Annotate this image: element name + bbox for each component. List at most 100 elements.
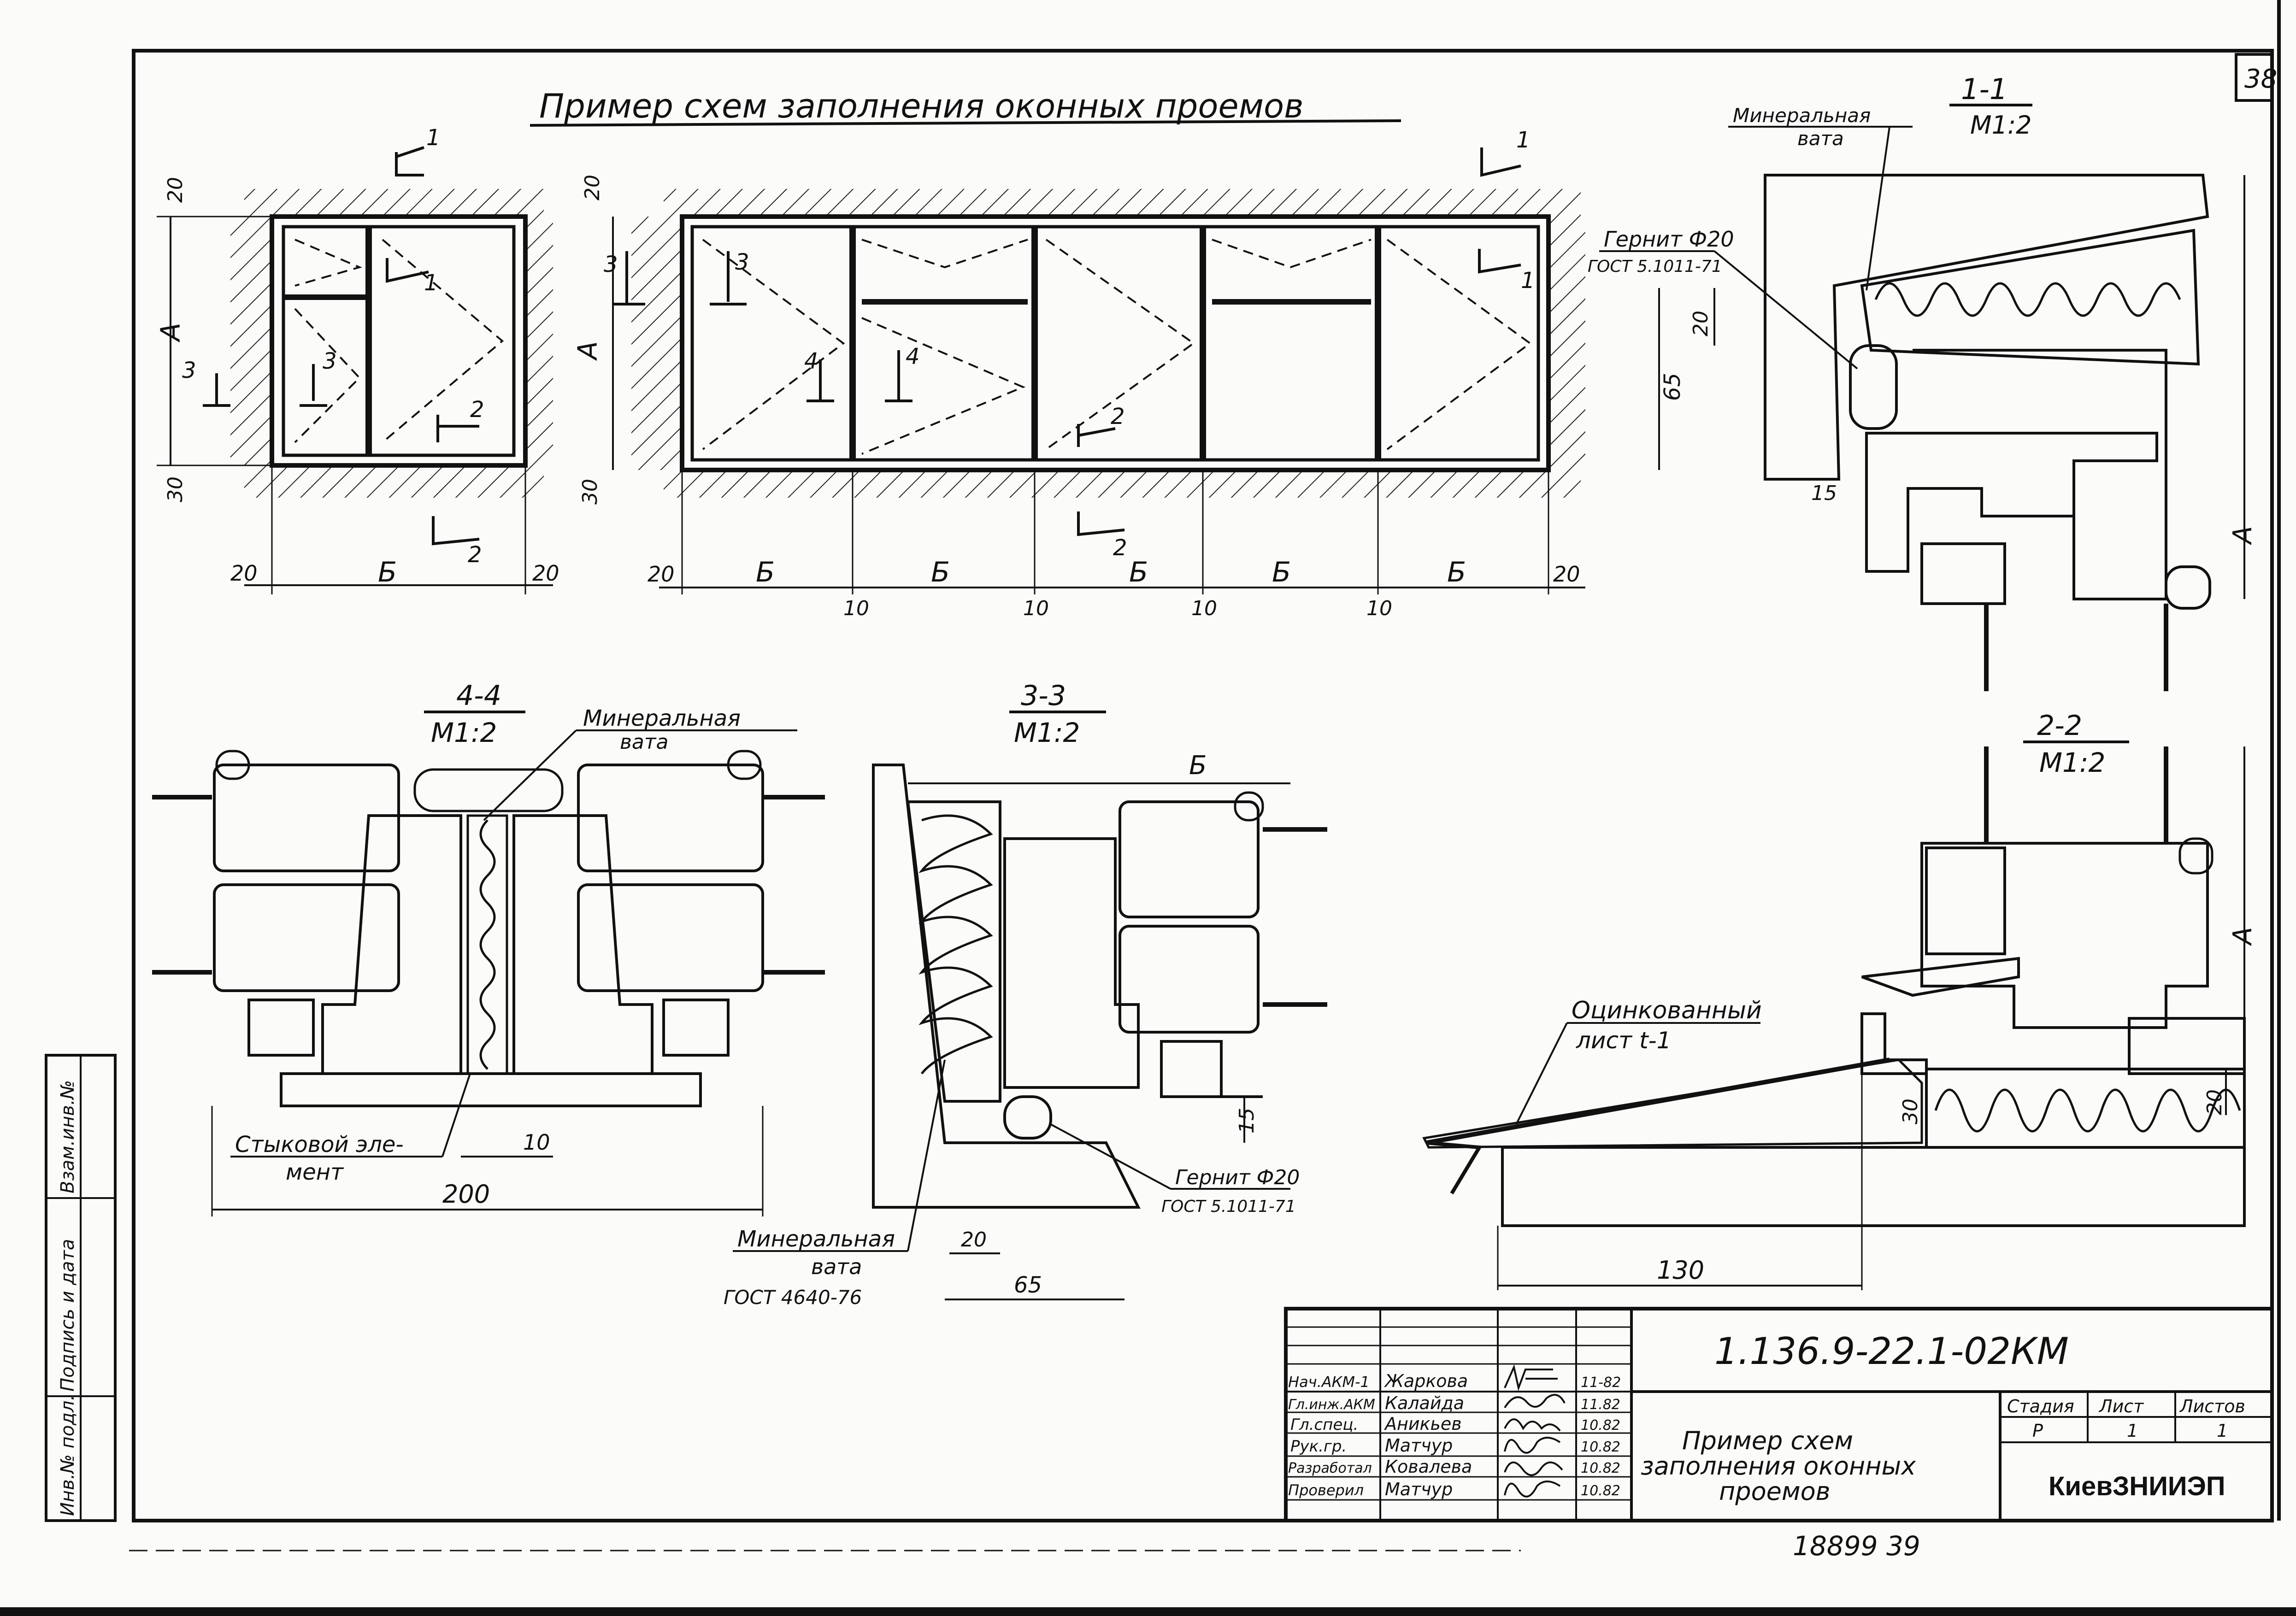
- dim-gap-1: 10: [843, 597, 869, 620]
- sash-profile: [1913, 349, 2167, 600]
- cut-label-2-bottom: 2: [468, 542, 482, 568]
- tb-title-3: проемов: [1719, 1477, 1830, 1506]
- tb-name-4: Ковалева: [1385, 1457, 1472, 1477]
- scan-edge: [0, 1607, 2296, 1616]
- wall-hatch-bottom: [664, 470, 1581, 498]
- cut-label-4-right: 4: [906, 344, 920, 370]
- cut-label-3-inner: 3: [735, 249, 749, 275]
- label-wool-gost: ГОСТ 4640-76: [724, 1286, 862, 1309]
- cut-marker-4-right: [885, 350, 913, 402]
- wool-region: [906, 800, 1001, 1103]
- bottom-number: 18899 39: [1793, 1530, 1920, 1562]
- dim-bottom-30: 30: [164, 476, 187, 502]
- dim-B-4: Б: [1272, 556, 1291, 588]
- label-gernit: Гернит Ф20: [1175, 1166, 1300, 1189]
- profile-left: [247, 999, 315, 1057]
- sill-hatch: [1501, 1146, 2246, 1227]
- cut-marker-1-inner: [386, 258, 429, 283]
- tb-sign-1: [1504, 1394, 1566, 1409]
- dim-15: 15: [1811, 482, 1837, 505]
- drip-profile: [1861, 957, 2020, 997]
- tb-name-0: Жаркова: [1384, 1371, 1468, 1391]
- label-wool-leader: [1866, 126, 1890, 291]
- sash-mid: [1119, 925, 1260, 1034]
- cut-marker-4-left: [807, 359, 834, 402]
- label-wool-2: вата: [620, 730, 669, 754]
- wall-hatch-right: [1548, 217, 1585, 470]
- seal-right: [727, 750, 762, 780]
- seal-top: [1234, 791, 1264, 822]
- wall-hatch-top: [664, 189, 1581, 217]
- tb-date-0: 11-82: [1581, 1375, 1621, 1391]
- dim-gap-3: 10: [1191, 597, 1217, 620]
- tb-title-2: заполнения оконных: [1641, 1451, 1916, 1481]
- label-wool-1: Минеральная: [583, 705, 741, 731]
- tb-date-3: 10.82: [1581, 1439, 1620, 1455]
- cut-label-2-inner: 2: [1111, 404, 1125, 429]
- drawing-frame: [132, 49, 2274, 1522]
- side-stamp: Инв.№ подл. Подпись и дата Взам.инв.№: [45, 1054, 117, 1522]
- cut-label-2-bottom: 2: [1113, 535, 1127, 561]
- seal-strip: [2178, 837, 2214, 875]
- mortar-fill: [1422, 1058, 1923, 1149]
- dim-B-5: Б: [1447, 556, 1466, 588]
- galvanized-sheet: [1426, 1058, 1890, 1145]
- cut-marker-3-inner: [710, 251, 747, 306]
- wool-region: [1860, 229, 2200, 366]
- wall-hatch-left: [230, 217, 272, 465]
- seal-strip: [2165, 565, 2211, 610]
- dim-65: 65: [1014, 1272, 1042, 1298]
- cut-marker-1-top: [1480, 147, 1521, 177]
- dim-height-A: А: [155, 323, 186, 343]
- dim-20: 20: [1689, 311, 1713, 336]
- sheet-title: Пример схем заполнения оконных проемов: [539, 87, 1304, 125]
- dim-B-1: Б: [756, 556, 775, 588]
- cut-label-1-top: 1: [426, 125, 441, 151]
- tb-date-5: 10.82: [1581, 1483, 1620, 1499]
- label-gost: ГОСТ 5.1011-71: [1588, 257, 1722, 276]
- dim-20: 20: [2203, 1089, 2226, 1115]
- window-elevation-small: 20 А 30 20 Б 20 1 1 2 2 3 3: [155, 125, 559, 594]
- wall-hatch-left: [631, 217, 682, 470]
- tb-sign-0: [1504, 1364, 1558, 1392]
- dim-gap-2: 10: [1023, 597, 1049, 620]
- tb-role-1: Гл.инж.АКМ: [1288, 1397, 1375, 1413]
- tb-sign-5: [1504, 1481, 1561, 1498]
- sheet-drip-edge: [1426, 1141, 1483, 1195]
- page-number: 38: [2244, 64, 2277, 94]
- cut-marker-3-left: [613, 251, 645, 306]
- opening-lines: [702, 239, 1532, 455]
- tb-role-4: Разработал: [1288, 1460, 1372, 1476]
- metal-profile: [1160, 1040, 1223, 1098]
- label-joint-leader: [442, 1073, 471, 1157]
- cut-marker-3-inner: [300, 364, 327, 407]
- dim-height-A: А: [572, 341, 603, 361]
- tb-name-5: Матчур: [1385, 1479, 1453, 1499]
- frame-right-mid: [577, 883, 764, 992]
- metal-profile: [1920, 542, 2006, 605]
- dim-gap-4: 10: [1366, 597, 1392, 620]
- dim-B-2: Б: [931, 556, 950, 588]
- wall-hatch: [872, 764, 1141, 1209]
- tb-stage: Р: [2032, 1421, 2043, 1441]
- tb-sheets: 1: [2217, 1421, 2228, 1441]
- section-2-2: 2-2 М1:2 Оцинкованный лист t-1 30 20 А 1…: [1422, 710, 2258, 1290]
- label-wool-1: Минеральная: [1733, 104, 1871, 127]
- tb-role-5: Проверил: [1288, 1481, 1364, 1499]
- dim-side-right: 20: [532, 561, 559, 586]
- dim-side-left: 20: [230, 561, 258, 586]
- mullion-left-half: [321, 814, 462, 1075]
- label-wool-leader: [483, 729, 577, 821]
- dim-width-B: Б: [378, 556, 397, 588]
- tb-sheets-header: Листов: [2179, 1396, 2245, 1416]
- tb-sign-2: [1504, 1418, 1561, 1432]
- label-sheet-2: лист t-1: [1576, 1027, 1671, 1054]
- window-frame-inner: [690, 225, 1540, 462]
- wool-squiggle: [1934, 1088, 2241, 1133]
- wall-hatch: [1764, 174, 2209, 481]
- frame-left-mid: [213, 883, 400, 992]
- tb-name-3: Матчур: [1385, 1435, 1453, 1456]
- cut-marker-2-bottom: [432, 516, 480, 546]
- cut-label-1-inner: 1: [1521, 268, 1535, 294]
- wall-hatch-right: [525, 217, 553, 465]
